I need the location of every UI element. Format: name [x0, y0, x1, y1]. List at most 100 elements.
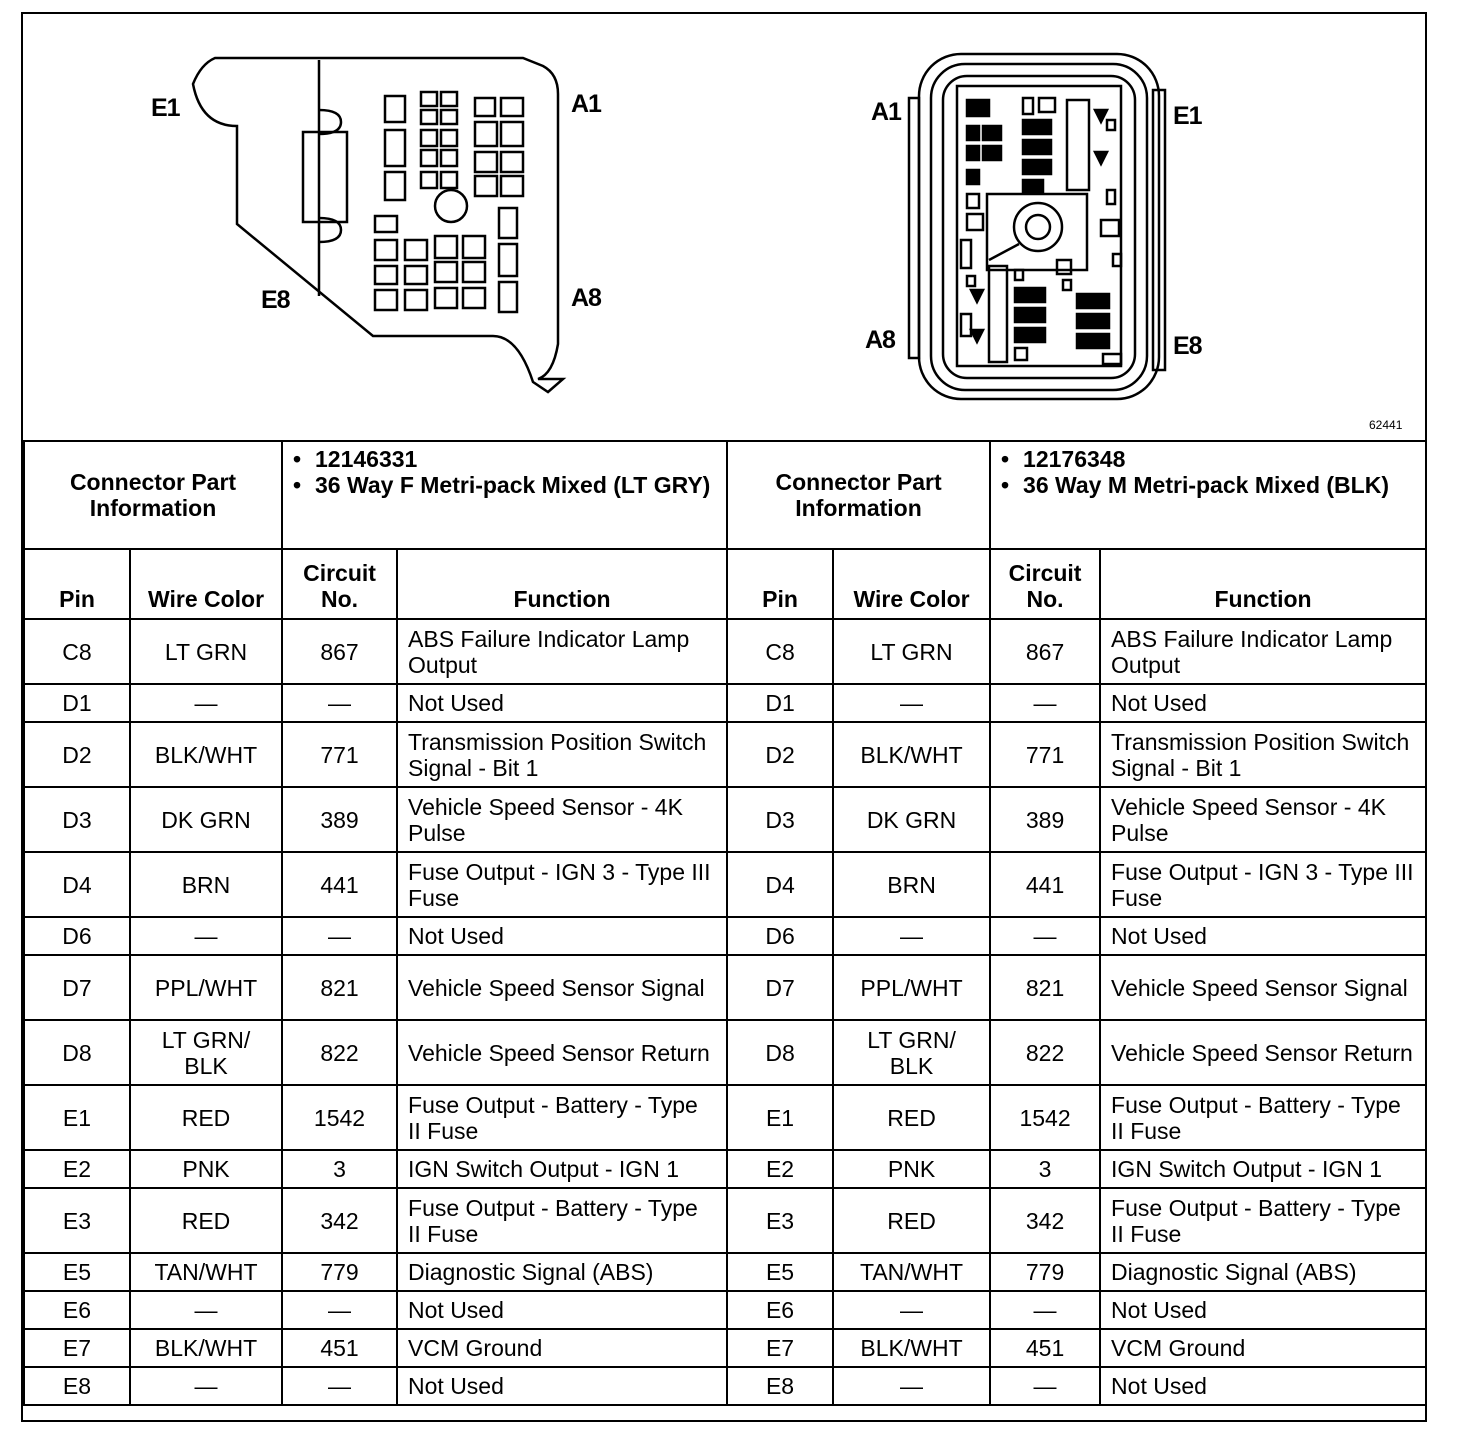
left-label-a1: A1 — [571, 90, 602, 118]
right-pin-cell: D3 — [726, 786, 835, 853]
right-circuit-cell: 1542 — [989, 1084, 1102, 1151]
left-circuit-cell: — — [281, 1366, 399, 1406]
left-pin-cell: E2 — [23, 1149, 131, 1189]
left-wire-cell: LT GRN/ BLK — [128, 1019, 284, 1086]
right-label-a8: A8 — [865, 326, 896, 354]
right-wire-cell: PNK — [832, 1149, 992, 1189]
right-function-cell: Transmission Position Switch Signal - Bi… — [1099, 721, 1428, 788]
left-circuit-cell: — — [281, 1290, 399, 1330]
left-connector-drawing — [191, 56, 567, 394]
left-wire-cell: PPL/WHT — [128, 954, 284, 1021]
right-wire-cell: DK GRN — [832, 786, 992, 853]
right-pin-cell: D1 — [726, 683, 835, 723]
left-function-cell: Not Used — [396, 1366, 729, 1406]
right-function-cell: Vehicle Speed Sensor Signal — [1099, 954, 1428, 1021]
right-function-cell: Fuse Output - IGN 3 - Type III Fuse — [1099, 851, 1428, 918]
left-circuit-cell: 3 — [281, 1149, 399, 1189]
right-wire-cell: RED — [832, 1084, 992, 1151]
left-pin-cell: E6 — [23, 1290, 131, 1330]
connector-description-right: 36 Way M Metri-pack Mixed (BLK) — [1001, 472, 1415, 498]
left-circuit-cell: 867 — [281, 618, 399, 685]
part-number-left: 12146331 — [293, 446, 716, 472]
right-pin-cell: D8 — [726, 1019, 835, 1086]
right-pin-cell: E2 — [726, 1149, 835, 1189]
header-pin-right: Pin — [726, 548, 835, 620]
left-label-a8: A8 — [571, 284, 602, 312]
left-circuit-cell: 771 — [281, 721, 399, 788]
left-wire-cell: RED — [128, 1084, 284, 1151]
left-function-cell: Not Used — [396, 1290, 729, 1330]
right-function-cell: Fuse Output - Battery - Type II Fuse — [1099, 1187, 1428, 1254]
right-pin-cell: D7 — [726, 954, 835, 1021]
left-pin-cell: C8 — [23, 618, 131, 685]
right-label-a1: A1 — [871, 98, 902, 126]
right-circuit-cell: — — [989, 1290, 1102, 1330]
left-wire-cell: BLK/WHT — [128, 721, 284, 788]
left-pin-cell: D4 — [23, 851, 131, 918]
left-function-cell: Fuse Output - IGN 3 - Type III Fuse — [396, 851, 729, 918]
right-wire-cell: — — [832, 1290, 992, 1330]
left-wire-cell: TAN/WHT — [128, 1252, 284, 1292]
right-function-cell: IGN Switch Output - IGN 1 — [1099, 1149, 1428, 1189]
right-circuit-cell: 822 — [989, 1019, 1102, 1086]
right-function-cell: Not Used — [1099, 1366, 1428, 1406]
left-function-cell: ABS Failure Indicator Lamp Output — [396, 618, 729, 685]
left-circuit-cell: 451 — [281, 1328, 399, 1368]
header-pin-left: Pin — [23, 548, 131, 620]
left-wire-cell: BLK/WHT — [128, 1328, 284, 1368]
right-pin-cell: E1 — [726, 1084, 835, 1151]
column-header-row: Pin Wire Color Circuit No. Function Pin … — [23, 548, 1428, 620]
connector-info-right: 12176348 36 Way M Metri-pack Mixed (BLK) — [989, 440, 1428, 550]
left-circuit-cell: 342 — [281, 1187, 399, 1254]
left-label-e8: E8 — [261, 286, 291, 314]
left-wire-cell: — — [128, 916, 284, 956]
left-pin-cell: D6 — [23, 916, 131, 956]
left-pin-cell: D7 — [23, 954, 131, 1021]
right-wire-cell: — — [832, 916, 992, 956]
left-function-cell: Fuse Output - Battery - Type II Fuse — [396, 1084, 729, 1151]
connector-info-label-right: Connector Part Information — [726, 440, 992, 550]
right-function-cell: Diagnostic Signal (ABS) — [1099, 1252, 1428, 1292]
left-function-cell: Vehicle Speed Sensor Return — [396, 1019, 729, 1086]
right-wire-cell: BLK/WHT — [832, 721, 992, 788]
right-circuit-cell: 779 — [989, 1252, 1102, 1292]
right-wire-cell: TAN/WHT — [832, 1252, 992, 1292]
connector-info-row: Connector Part Information 12146331 36 W… — [22, 440, 1428, 550]
right-pin-cell: C8 — [726, 618, 835, 685]
right-circuit-cell: — — [989, 683, 1102, 723]
right-pin-cell: E5 — [726, 1252, 835, 1292]
header-function-left: Function — [396, 548, 729, 620]
left-wire-cell: RED — [128, 1187, 284, 1254]
right-label-e8: E8 — [1173, 332, 1203, 360]
left-wire-cell: — — [128, 683, 284, 723]
left-function-cell: Vehicle Speed Sensor Signal — [396, 954, 729, 1021]
left-pin-cell: E5 — [23, 1252, 131, 1292]
right-wire-cell: LT GRN — [832, 618, 992, 685]
right-circuit-cell: — — [989, 916, 1102, 956]
left-wire-cell: LT GRN — [128, 618, 284, 685]
left-wire-cell: DK GRN — [128, 786, 284, 853]
left-circuit-cell: — — [281, 916, 399, 956]
connector-figure: E1 A1 E8 A8 A1 E1 A8 E8 62441 — [23, 14, 1425, 440]
left-pin-cell: D8 — [23, 1019, 131, 1086]
left-pin-cell: D2 — [23, 721, 131, 788]
right-function-cell: Not Used — [1099, 1290, 1428, 1330]
right-circuit-cell: 867 — [989, 618, 1102, 685]
right-label-e1: E1 — [1173, 102, 1203, 130]
right-pin-cell: D4 — [726, 851, 835, 918]
left-function-cell: Vehicle Speed Sensor - 4K Pulse — [396, 786, 729, 853]
right-function-cell: VCM Ground — [1099, 1328, 1428, 1368]
right-wire-cell: LT GRN/ BLK — [832, 1019, 992, 1086]
left-pin-cell: D3 — [23, 786, 131, 853]
right-circuit-cell: 389 — [989, 786, 1102, 853]
